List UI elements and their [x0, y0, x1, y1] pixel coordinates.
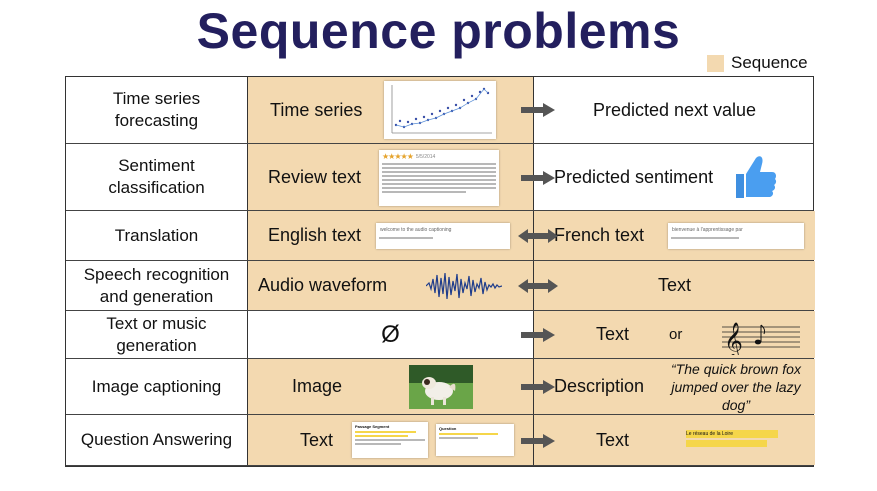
table-row: Translation English text French text wel… — [66, 211, 815, 261]
arrow-bidirectional-icon — [518, 229, 558, 243]
table-row: Text or music generation Ø Text or 𝄞 — [66, 311, 815, 360]
task-label: Image captioning — [66, 359, 248, 414]
input-cell: Image — [248, 359, 534, 414]
input-label: Audio waveform — [258, 275, 388, 295]
arrow-right-icon — [521, 328, 555, 342]
input-label: English text — [268, 225, 362, 245]
time-series-chart-thumb — [384, 81, 496, 139]
audio-waveform-icon — [425, 269, 503, 303]
time-series-icon — [391, 85, 492, 134]
output-cell: Description — [534, 359, 815, 414]
arrow-right-icon — [521, 380, 555, 394]
question-label: Question — [439, 426, 457, 431]
output-label: Text — [657, 275, 691, 295]
task-label: Sentiment classification — [66, 144, 248, 210]
sequence-table: Time series forecasting Time series Pred… — [65, 76, 815, 467]
arrow-bidirectional-icon — [518, 279, 558, 293]
legend-swatch — [707, 54, 724, 72]
table-row: Speech recognition and generation Audio … — [66, 261, 815, 311]
rating-stars-icon: ★★★★★ — [382, 152, 414, 161]
page-title: Sequence problems — [196, 3, 681, 59]
output-cell: Text — [534, 261, 815, 310]
input-label: Image — [292, 376, 343, 396]
input-label: Text — [300, 429, 334, 450]
review-text-thumb: ★★★★★ 5/5/2014 — [379, 150, 499, 206]
output-cell: Predicted next value — [534, 77, 815, 143]
output-label: Predicted next value — [592, 99, 757, 120]
task-label: Translation — [66, 211, 248, 260]
english-snippet: welcome to the audio captioning — [380, 227, 452, 233]
arrow-right-icon — [521, 434, 555, 448]
output-cell: Text — [534, 415, 815, 465]
caption-quote: “The quick brown fox jumped over the laz… — [671, 360, 801, 413]
legend: Sequence — [707, 53, 808, 73]
output-cell: Text or — [534, 311, 815, 358]
english-text-thumb: welcome to the audio captioning — [376, 223, 510, 249]
output-label: Predicted sentiment — [554, 166, 714, 187]
passage-label: Passage Segment — [355, 424, 390, 429]
input-label: Review text — [268, 166, 362, 187]
task-label: Speech recognition and generation — [66, 261, 248, 310]
table-row: Sentiment classification Review text Pre… — [66, 144, 813, 211]
question-thumb: Question — [436, 424, 514, 456]
french-text-thumb: bienvenue à l'apprentissage par — [668, 223, 804, 249]
legend-label: Sequence — [731, 53, 808, 72]
thumbs-up-icon — [730, 152, 778, 202]
output-label: Text — [596, 324, 630, 344]
dog-photo-image — [409, 365, 473, 409]
answer-highlight-thumb: Le réseau de la Loire — [686, 430, 778, 450]
arrow-right-icon — [521, 103, 555, 117]
svg-text:𝄞: 𝄞 — [724, 321, 743, 355]
answer-snippet: Le réseau de la Loire — [686, 430, 778, 438]
review-date: 5/5/2014 — [415, 153, 436, 160]
output-cell: Predicted sentiment — [534, 144, 815, 210]
input-label: Time series — [270, 99, 363, 120]
empty-set-symbol: Ø — [381, 320, 400, 348]
input-cell: Ø — [248, 311, 534, 358]
or-label: or — [669, 326, 683, 343]
passage-thumb: Passage Segment — [352, 422, 428, 458]
output-label: French text — [554, 225, 645, 245]
task-label: Text or music generation — [66, 311, 248, 358]
task-label: Time series forecasting — [66, 77, 248, 143]
output-label: Text — [596, 429, 630, 450]
table-row: Image captioning Image Description “The … — [66, 359, 815, 415]
table-row: Question Answering Text Text Passage Seg… — [66, 415, 815, 466]
arrow-right-icon — [521, 171, 555, 185]
music-notation-icon: 𝄞 — [720, 317, 802, 360]
french-snippet: bienvenue à l'apprentissage par — [672, 227, 743, 233]
table-row: Time series forecasting Time series Pred… — [66, 77, 813, 144]
task-label: Question Answering — [66, 415, 248, 465]
output-label: Description — [554, 376, 645, 396]
